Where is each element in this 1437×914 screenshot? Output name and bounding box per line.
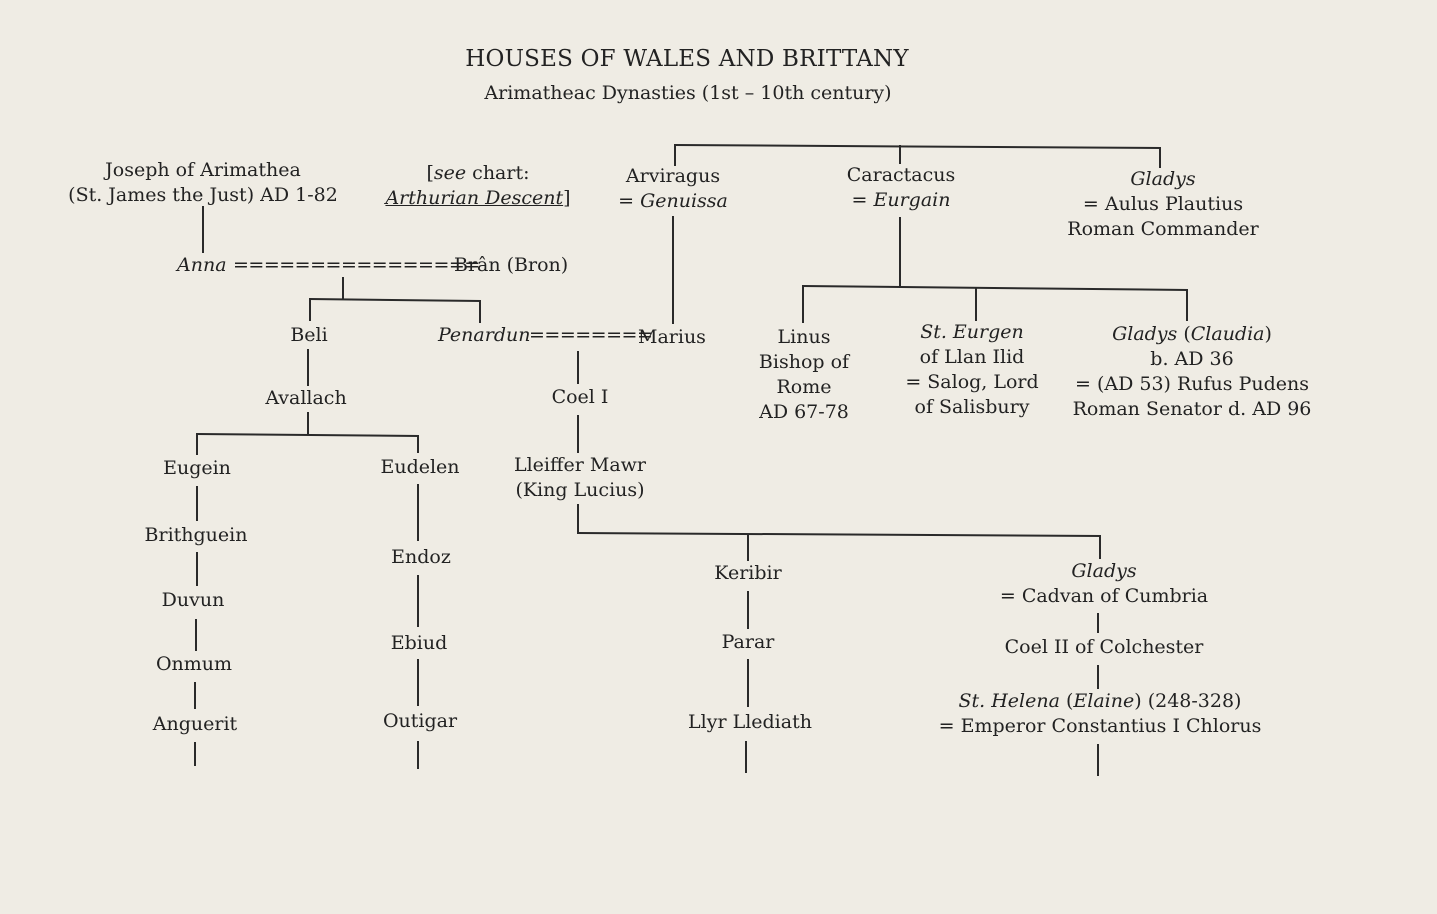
person-keribir: Keribir — [714, 562, 782, 584]
person-onmum: Onmum — [155, 653, 233, 675]
person-detail: (St. James the Just) AD 1-82 — [68, 184, 338, 206]
person-parar: Parar — [721, 631, 775, 653]
person-anguerit: Anguerit — [152, 713, 238, 735]
person-name: Joseph of Arimathea — [105, 159, 301, 181]
connector — [576, 531, 1102, 538]
person-duvun: Duvun — [161, 589, 225, 611]
person-penardun: Penardun — [438, 324, 531, 346]
person-outigar: Outigar — [382, 710, 458, 732]
connector — [673, 143, 1162, 150]
person-arviragus: Arviragus = Genuissa — [618, 165, 728, 212]
person-marius: Marius — [638, 326, 706, 348]
person-caractacus: Caractacus = Eurgain — [846, 164, 956, 211]
chart-title: HOUSES OF WALES AND BRITTANY — [465, 46, 909, 72]
person-eurgen: St. Eurgen of Llan Ilid = Salog, Lord of… — [905, 321, 1039, 418]
person-gladys-cadvan: Gladys = Cadvan of Cumbria — [999, 560, 1209, 607]
person-eugein: Eugein — [163, 457, 231, 479]
arthurian-descent-link[interactable]: Arthurian Descent — [385, 187, 564, 209]
see-chart-note: [see chart: Arthurian Descent] — [385, 162, 571, 209]
person-brithguein: Brithguein — [144, 524, 248, 546]
connector — [195, 432, 420, 438]
chart-subtitle: Arimatheac Dynasties (1st – 10th century… — [484, 82, 892, 104]
person-beli: Beli — [290, 324, 328, 346]
connector — [801, 284, 1189, 292]
connector — [308, 297, 482, 303]
person-llyr-llediath: Llyr Llediath — [688, 711, 812, 733]
person-linus: Linus Bishop of Rome AD 67-78 — [758, 326, 850, 423]
person-avallach: Avallach — [265, 387, 347, 409]
person-endoz: Endoz — [391, 546, 451, 568]
person-anna: Anna — [177, 254, 227, 276]
person-ebiud: Ebiud — [390, 632, 448, 654]
person-coel-ii: Coel II of Colchester — [1004, 636, 1204, 658]
person-gladys-claudia: Gladys (Claudia) b. AD 36 = (AD 53) Rufu… — [1072, 323, 1312, 420]
person-lleiffer-mawr: Lleiffer Mawr (King Lucius) — [513, 454, 647, 501]
person-bran: Brân (Bron) — [454, 254, 569, 276]
person-st-helena: St. Helena (Elaine) (248-328) = Emperor … — [938, 690, 1262, 737]
person-joseph: Joseph of Arimathea (St. James the Just)… — [68, 158, 338, 208]
person-eudelen: Eudelen — [380, 456, 460, 478]
person-coel-i: Coel I — [551, 386, 609, 408]
marriage-line-penardun: ======== — [529, 324, 653, 346]
marriage-line-anna: ================ — [233, 254, 480, 276]
person-gladys-aulus: Gladys = Aulus Plautius Roman Commander — [1067, 168, 1259, 240]
